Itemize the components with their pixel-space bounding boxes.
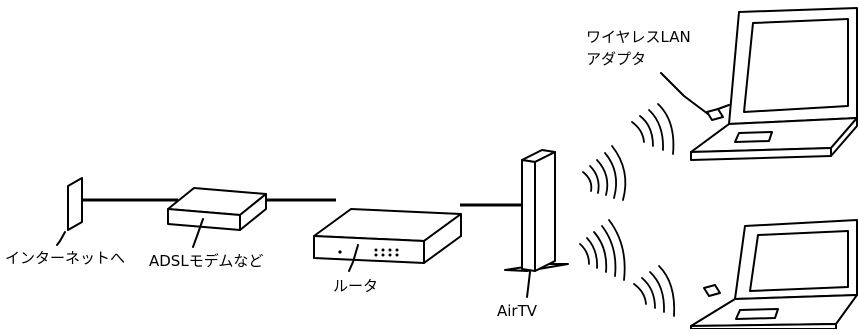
wireless-waves-upper-icon bbox=[582, 103, 675, 201]
airtv-device-icon bbox=[504, 149, 569, 272]
wall-jack-icon bbox=[67, 177, 83, 231]
router-icon bbox=[313, 208, 462, 264]
network-cables bbox=[82, 198, 525, 207]
airtv-label: AirTV bbox=[497, 302, 538, 320]
adsl-modem-icon bbox=[167, 187, 267, 231]
internet-label: インターネットへ bbox=[5, 249, 125, 267]
wireless-adapter-label-line2: アダプタ bbox=[586, 50, 646, 68]
laptop-upper-icon bbox=[690, 7, 858, 161]
label-leader-lines bbox=[56, 72, 709, 298]
wireless-adapter-label-line1: ワイヤレスLAN bbox=[586, 28, 691, 46]
router-label: ルータ bbox=[333, 277, 378, 295]
laptop-lower-icon bbox=[690, 219, 858, 330]
adsl-modem-label: ADSLモデムなど bbox=[149, 252, 263, 270]
wireless-waves-lower-icon bbox=[579, 219, 676, 317]
